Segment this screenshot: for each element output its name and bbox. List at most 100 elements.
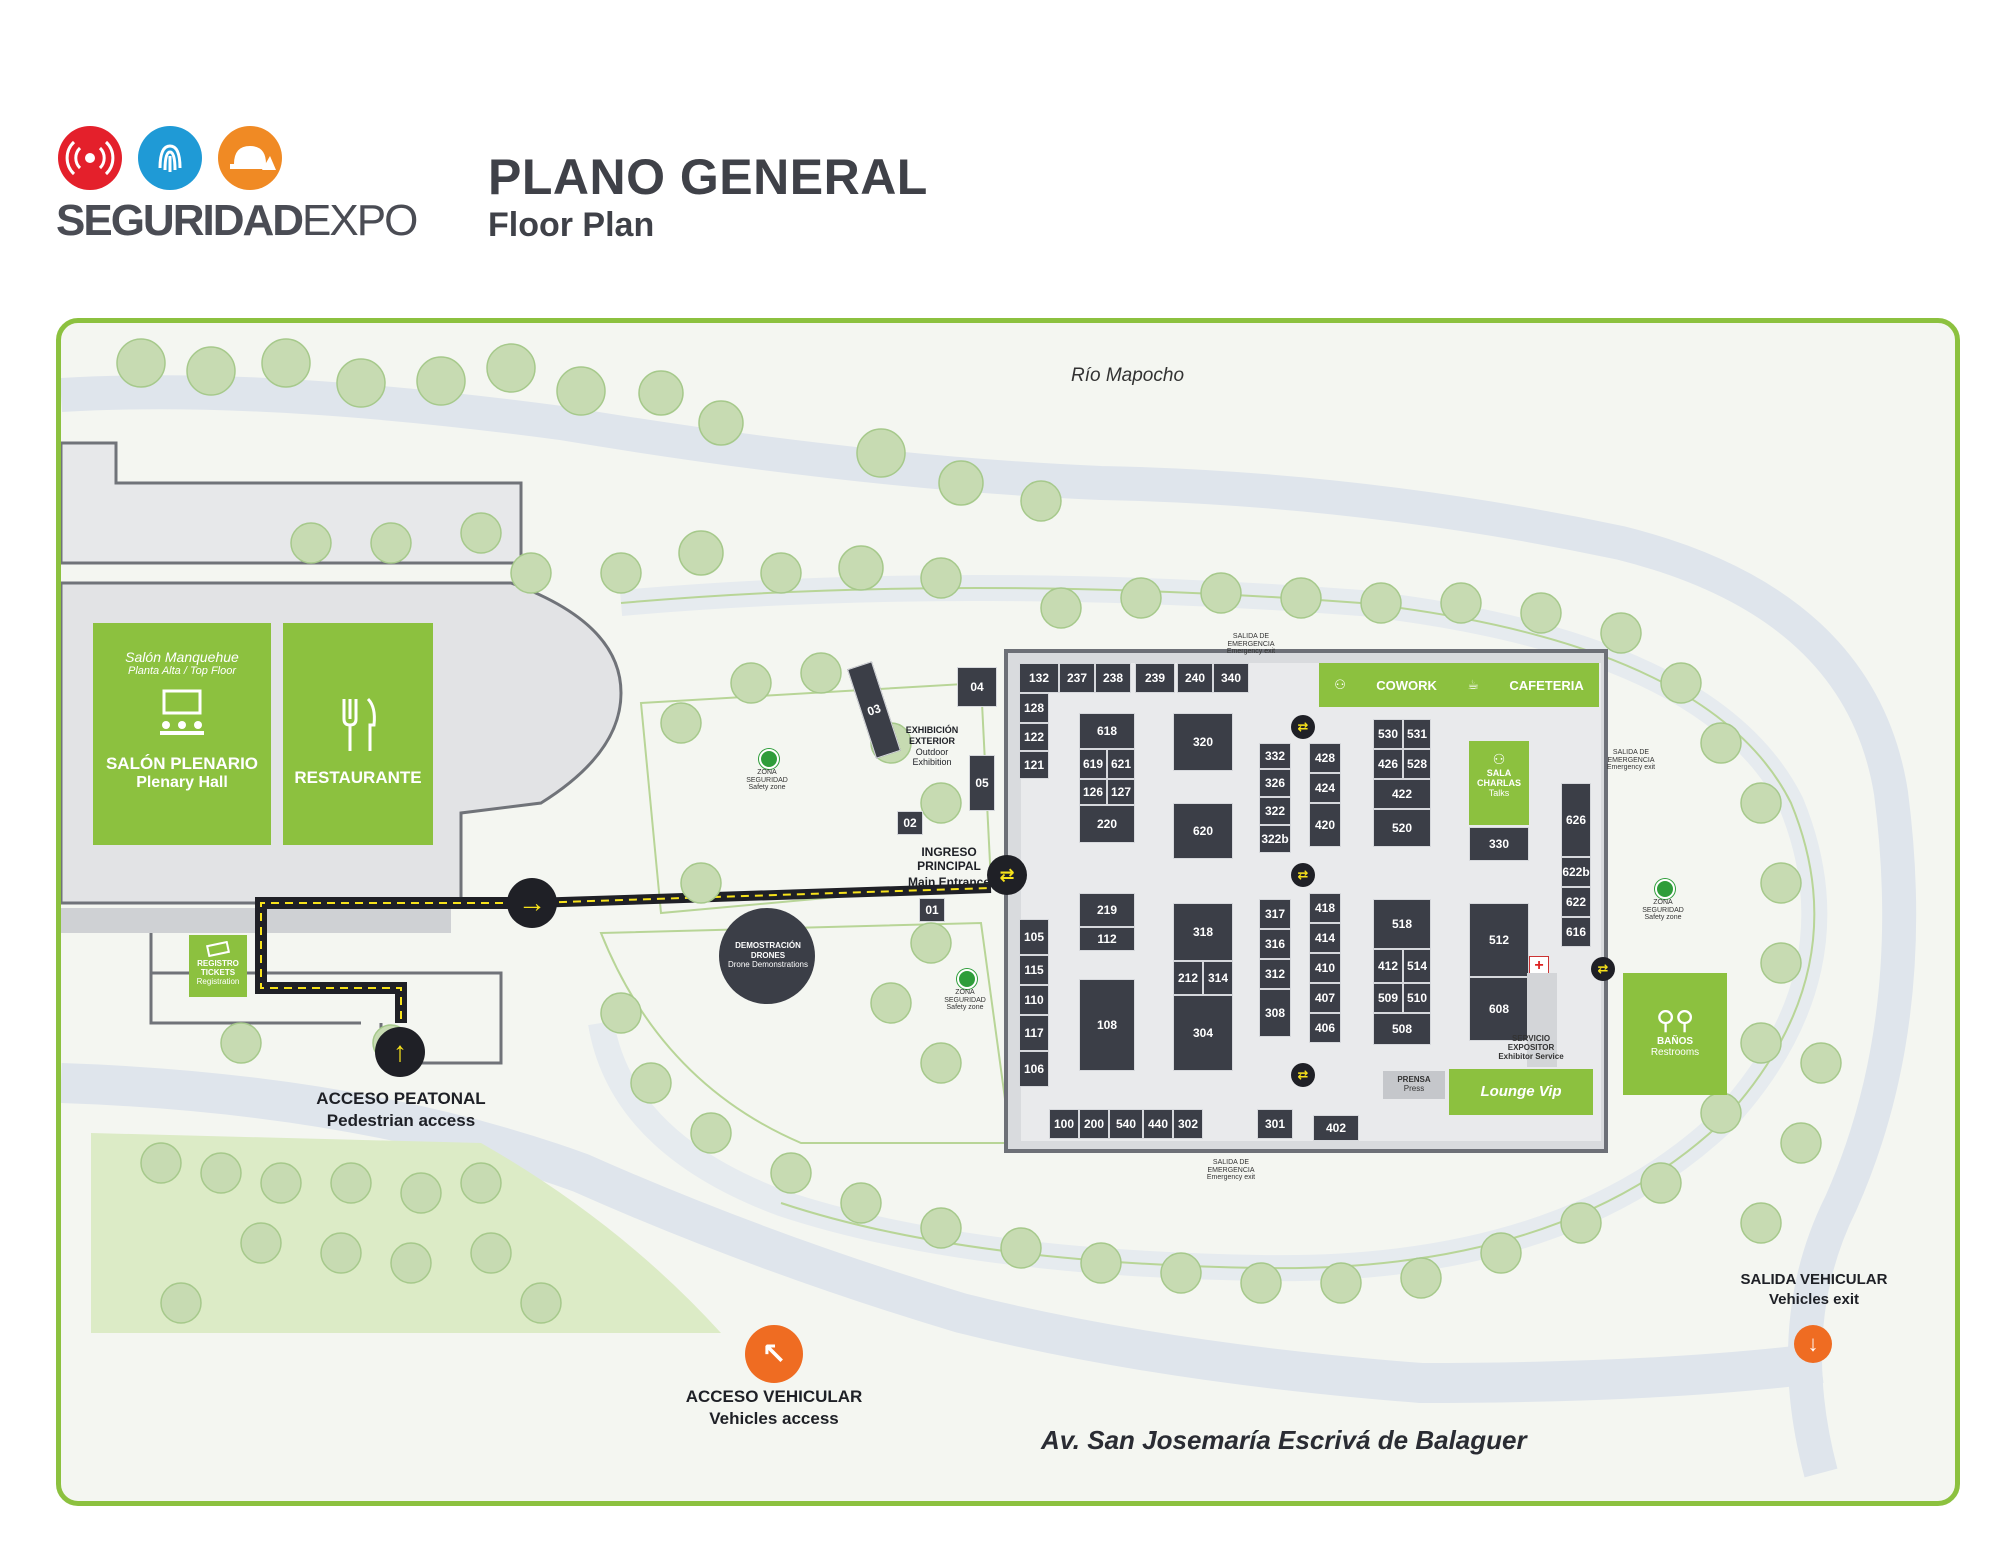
booth[interactable]: 219 bbox=[1079, 893, 1135, 927]
booth[interactable]: 01 bbox=[919, 898, 945, 922]
booth[interactable]: 512 bbox=[1469, 903, 1529, 977]
booth[interactable]: 239 bbox=[1135, 663, 1175, 693]
booth[interactable]: 105 bbox=[1019, 919, 1049, 955]
booth[interactable]: 618 bbox=[1079, 713, 1135, 749]
booth[interactable]: 317 bbox=[1259, 899, 1291, 929]
salon-plenario-block[interactable]: Salón Manquehue Planta Alta / Top Floor … bbox=[93, 623, 271, 845]
booth[interactable]: 616 bbox=[1561, 917, 1591, 947]
pedestrian-up-arrow-icon[interactable]: ↑ bbox=[375, 1027, 425, 1077]
booth[interactable]: 619 bbox=[1079, 749, 1107, 779]
booth[interactable]: 106 bbox=[1019, 1051, 1049, 1087]
booth[interactable]: 122 bbox=[1019, 723, 1049, 751]
booth[interactable]: 608 bbox=[1469, 977, 1529, 1041]
booth[interactable]: 518 bbox=[1373, 899, 1431, 949]
booth[interactable]: 108 bbox=[1079, 979, 1135, 1071]
booth[interactable]: 121 bbox=[1019, 751, 1049, 779]
booth[interactable]: 05 bbox=[969, 755, 995, 811]
booth[interactable]: 621 bbox=[1107, 749, 1135, 779]
booth[interactable]: 406 bbox=[1309, 1013, 1341, 1043]
booth[interactable]: 115 bbox=[1019, 955, 1049, 985]
booth[interactable]: 402 bbox=[1313, 1115, 1359, 1141]
restaurante-block[interactable]: RESTAURANTE bbox=[283, 623, 433, 845]
booth[interactable]: 301 bbox=[1257, 1109, 1293, 1139]
booth[interactable]: 126 bbox=[1079, 779, 1107, 805]
fingerprint-icon bbox=[138, 126, 202, 190]
booth[interactable]: 02 bbox=[897, 811, 923, 835]
wireless-signal-icon bbox=[58, 126, 122, 190]
booth[interactable]: 509 bbox=[1373, 983, 1403, 1013]
booth[interactable]: 320 bbox=[1173, 713, 1233, 771]
booth[interactable]: 308 bbox=[1259, 989, 1291, 1037]
booth[interactable]: 112 bbox=[1079, 927, 1135, 951]
booth[interactable]: 540 bbox=[1109, 1109, 1143, 1139]
booth[interactable]: 04 bbox=[957, 667, 997, 707]
booth[interactable]: 422 bbox=[1373, 779, 1431, 809]
booth[interactable]: 127 bbox=[1107, 779, 1135, 805]
booth[interactable]: 531 bbox=[1403, 719, 1431, 749]
vehicles-access-arrow-icon[interactable]: ↖ bbox=[745, 1325, 803, 1383]
booth[interactable]: 117 bbox=[1019, 1015, 1049, 1051]
booth[interactable]: 314 bbox=[1203, 961, 1233, 995]
booth[interactable]: 510 bbox=[1403, 983, 1431, 1013]
booth[interactable]: 322 bbox=[1259, 797, 1291, 825]
banos-block[interactable]: ⚲⚲ BAÑOS Restrooms bbox=[1623, 973, 1727, 1095]
booth[interactable]: 414 bbox=[1309, 923, 1341, 953]
booth[interactable]: 626 bbox=[1561, 783, 1591, 857]
booth[interactable]: 330 bbox=[1469, 827, 1529, 861]
booth[interactable]: 110 bbox=[1019, 985, 1049, 1015]
booth[interactable]: 508 bbox=[1373, 1013, 1431, 1045]
booth[interactable]: 326 bbox=[1259, 769, 1291, 797]
booth[interactable]: 407 bbox=[1309, 983, 1341, 1013]
booth[interactable]: 528 bbox=[1403, 749, 1431, 779]
sala-label: SALA bbox=[1486, 768, 1512, 778]
booth[interactable]: 304 bbox=[1173, 995, 1233, 1071]
booth[interactable]: 312 bbox=[1259, 959, 1291, 989]
booth[interactable]: 420 bbox=[1309, 803, 1341, 847]
cowork-cafeteria-block[interactable]: ⚇ COWORK ☕ CAFETERIA bbox=[1319, 663, 1599, 707]
booth[interactable]: 428 bbox=[1309, 743, 1341, 773]
prensa-block[interactable]: PRENSA Press bbox=[1383, 1071, 1445, 1099]
sala-charlas-block[interactable]: ⚇ SALA CHARLAS Talks bbox=[1469, 741, 1529, 825]
booth[interactable]: 620 bbox=[1173, 803, 1233, 859]
booth[interactable]: 418 bbox=[1309, 893, 1341, 923]
booth[interactable]: 340 bbox=[1213, 663, 1249, 693]
lounge-vip-block[interactable]: Lounge Vip bbox=[1449, 1069, 1593, 1115]
talks-label: Talks bbox=[1488, 788, 1510, 798]
plenary-hall-label: Plenary Hall bbox=[136, 774, 228, 791]
booth[interactable]: 238 bbox=[1095, 663, 1131, 693]
coffee-cup-icon: ☕ bbox=[1467, 677, 1479, 692]
booth[interactable]: 322b bbox=[1259, 825, 1291, 853]
booth[interactable]: 200 bbox=[1079, 1109, 1109, 1139]
booth[interactable]: 302 bbox=[1173, 1109, 1203, 1139]
main-entrance-swap-icon[interactable]: ⇄ bbox=[987, 855, 1027, 895]
booth[interactable]: 332 bbox=[1259, 743, 1291, 769]
booth[interactable]: 424 bbox=[1309, 773, 1341, 803]
booth[interactable]: 514 bbox=[1403, 949, 1431, 983]
booth[interactable]: 622b bbox=[1561, 857, 1591, 887]
salon-plenario-label: SALÓN PLENARIO bbox=[105, 754, 259, 773]
booth[interactable]: 622 bbox=[1561, 887, 1591, 917]
banos-label: BAÑOS bbox=[1656, 1036, 1694, 1047]
vehicles-exit-arrow-icon[interactable]: ↓ bbox=[1794, 1325, 1832, 1363]
booth[interactable]: 316 bbox=[1259, 929, 1291, 959]
booth[interactable]: 100 bbox=[1049, 1109, 1079, 1139]
booth[interactable]: 412 bbox=[1373, 949, 1403, 983]
booth[interactable]: 530 bbox=[1373, 719, 1403, 749]
booth[interactable]: 240 bbox=[1177, 663, 1213, 693]
booth[interactable]: 520 bbox=[1373, 809, 1431, 847]
registro-block[interactable]: REGISTRO TICKETS Registration bbox=[189, 935, 247, 997]
booth[interactable]: 318 bbox=[1173, 903, 1233, 961]
booth[interactable]: 128 bbox=[1019, 693, 1049, 723]
booth[interactable]: 212 bbox=[1173, 961, 1203, 995]
exhibicion-exterior-label: EXHIBICIÓN EXTERIOR Outdoor Exhibition bbox=[905, 725, 959, 768]
booth[interactable]: 132 bbox=[1019, 663, 1059, 693]
booth[interactable]: 426 bbox=[1373, 749, 1403, 779]
booth[interactable]: 220 bbox=[1079, 805, 1135, 843]
booth[interactable]: 237 bbox=[1059, 663, 1095, 693]
booth[interactable]: 440 bbox=[1143, 1109, 1173, 1139]
aisle-swap-icon: ⇄ bbox=[1291, 715, 1315, 739]
walkway-arrow-icon: → bbox=[507, 878, 557, 928]
booth[interactable]: 410 bbox=[1309, 953, 1341, 983]
